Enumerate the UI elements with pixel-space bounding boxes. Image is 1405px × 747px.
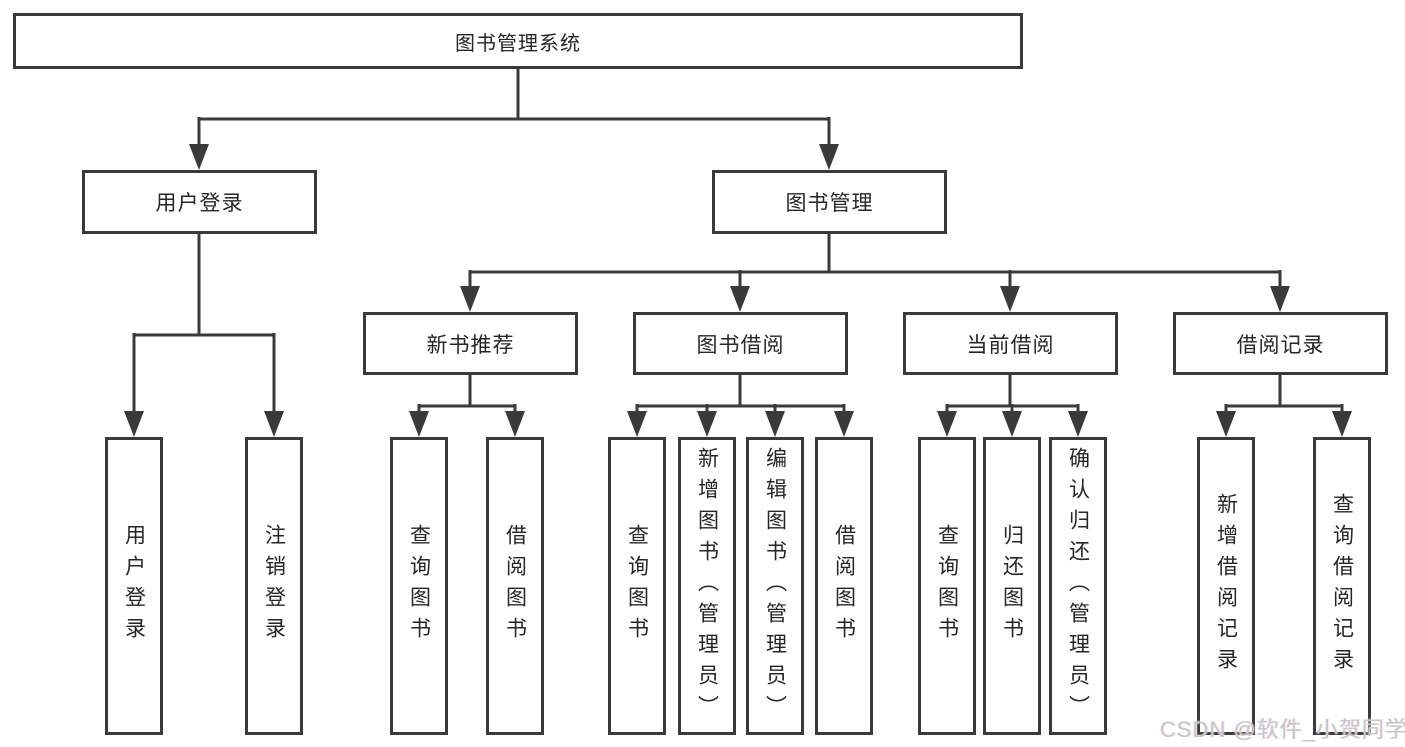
leaf-user-login-label: 用户登录: [122, 524, 146, 648]
leaf-query-borrow-record-label: 查询借阅记录: [1330, 493, 1354, 679]
leaf-borrow-books-label: 借阅图书: [832, 524, 856, 648]
leaf-confirm-return-admin: 确认归还（管理员）: [1049, 437, 1107, 735]
leaf-confirm-return-admin-label: 确认归还（管理员）: [1066, 446, 1090, 726]
leaf-logout-login-label: 注销登录: [262, 524, 286, 648]
leaf-edit-books-admin: 编辑图书（管理员）: [746, 437, 804, 735]
leaf-borrow-books-recommend: 借阅图书: [486, 437, 544, 735]
leaf-borrow-books: 借阅图书: [815, 437, 873, 735]
node-user-login: 用户登录: [82, 170, 317, 234]
leaf-query-books-current: 查询图书: [918, 437, 976, 735]
csdn-watermark: CSDN @软件_小贺同学: [1160, 717, 1405, 742]
node-root: 图书管理系统: [13, 13, 1023, 69]
leaf-borrow-books-recommend-label: 借阅图书: [503, 524, 527, 648]
leaf-add-books-admin: 新增图书（管理员）: [678, 437, 736, 735]
leaf-return-books: 归还图书: [983, 437, 1041, 735]
leaf-add-books-admin-label: 新增图书（管理员）: [695, 446, 719, 726]
leaf-return-books-label: 归还图书: [1000, 524, 1024, 648]
leaf-query-borrow-record: 查询借阅记录: [1313, 437, 1371, 735]
leaf-user-login: 用户登录: [105, 437, 163, 735]
node-new-book-recommend: 新书推荐: [363, 312, 578, 375]
leaf-query-books-borrowing: 查询图书: [608, 437, 666, 735]
leaf-query-books-current-label: 查询图书: [935, 524, 959, 648]
leaf-query-books-borrowing-label: 查询图书: [625, 524, 649, 648]
leaf-add-borrow-record-label: 新增借阅记录: [1214, 493, 1238, 679]
node-borrowing-records: 借阅记录: [1173, 312, 1388, 375]
node-current-borrowing: 当前借阅: [903, 312, 1118, 375]
leaf-query-books-recommend-label: 查询图书: [407, 524, 431, 648]
leaf-query-books-recommend: 查询图书: [390, 437, 448, 735]
leaf-logout-login: 注销登录: [245, 437, 303, 735]
node-book-borrowing: 图书借阅: [633, 312, 848, 375]
leaf-add-borrow-record: 新增借阅记录: [1197, 437, 1255, 735]
leaf-edit-books-admin-label: 编辑图书（管理员）: [763, 446, 787, 726]
node-book-management: 图书管理: [712, 170, 947, 234]
